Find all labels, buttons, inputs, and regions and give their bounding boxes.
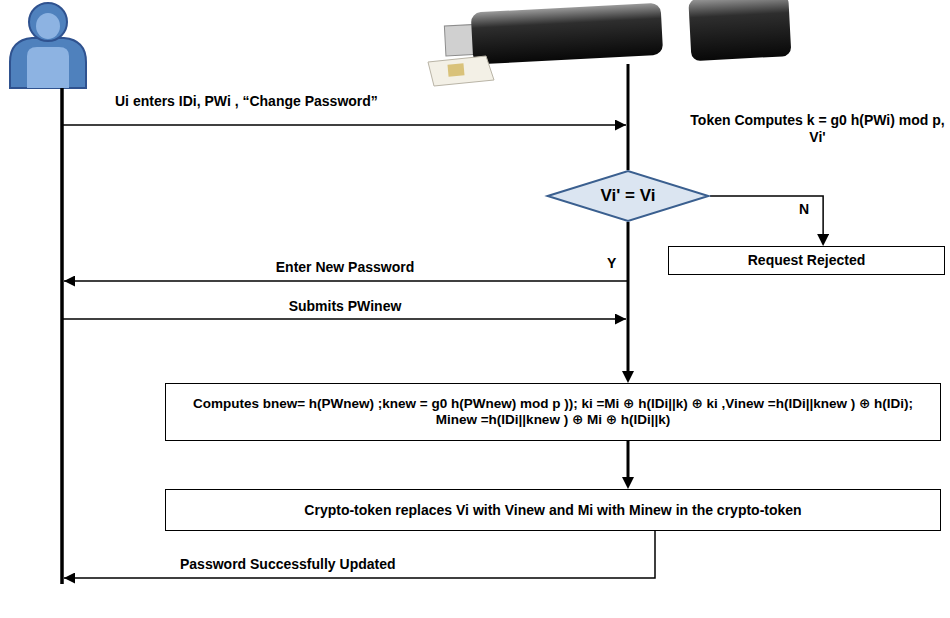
- sim-chip: [448, 63, 465, 76]
- flow-connector: [627, 441, 630, 484]
- usb-body: [471, 3, 663, 65]
- node-text: Request Rejected: [748, 252, 865, 269]
- node-text-group: Computes bnew= h(PWnew) ;knew = g0 h(PWn…: [173, 396, 933, 428]
- flow-connector: [710, 196, 823, 241]
- process-box: Crypto-token replaces Vi with Vinew and …: [165, 489, 941, 531]
- branch-label: N: [797, 202, 811, 217]
- sim-card: [428, 56, 494, 86]
- decision-diamond: Vi' = Vi: [546, 170, 710, 222]
- node-text: Vi' = Vi: [601, 186, 656, 206]
- branch-label: Y: [605, 256, 618, 271]
- message-label: Submits PWinew: [289, 298, 402, 315]
- user-lifeline: [60, 88, 64, 584]
- user-torso: [27, 47, 69, 88]
- process-box: Computes bnew= h(PWnew) ;knew = g0 h(PWn…: [165, 383, 941, 441]
- message-label: Password Successfully Updated: [180, 556, 396, 573]
- user-body: [10, 38, 86, 88]
- token-computation: Token Computes k = g0 h(PWi) mod p, Vi': [690, 112, 945, 146]
- flow-connector: [627, 222, 630, 378]
- node-text-group: Crypto-token replaces Vi with Vinew and …: [304, 502, 801, 519]
- node-text: Computes bnew= h(PWnew) ;knew = g0 h(PWn…: [173, 396, 933, 428]
- message-label: Enter New Password: [276, 259, 415, 276]
- node-text-group: Request Rejected: [748, 252, 865, 269]
- user-head: [29, 3, 67, 41]
- message-arrow: [64, 530, 655, 578]
- message-arrow: [64, 280, 627, 282]
- user-face: [36, 13, 60, 39]
- token-lifeline: [627, 64, 630, 170]
- message-arrow: [63, 124, 626, 126]
- node-text-group: Vi' = Vi: [601, 186, 656, 206]
- reject-box: Request Rejected: [668, 246, 945, 275]
- message-label: Ui enters IDi, PWi , “Change Password”: [115, 93, 378, 110]
- message-arrow: [63, 318, 626, 320]
- node-text: Crypto-token replaces Vi with Vinew and …: [304, 502, 801, 519]
- diamond-shape: [548, 171, 709, 221]
- usb-cap: [688, 0, 791, 61]
